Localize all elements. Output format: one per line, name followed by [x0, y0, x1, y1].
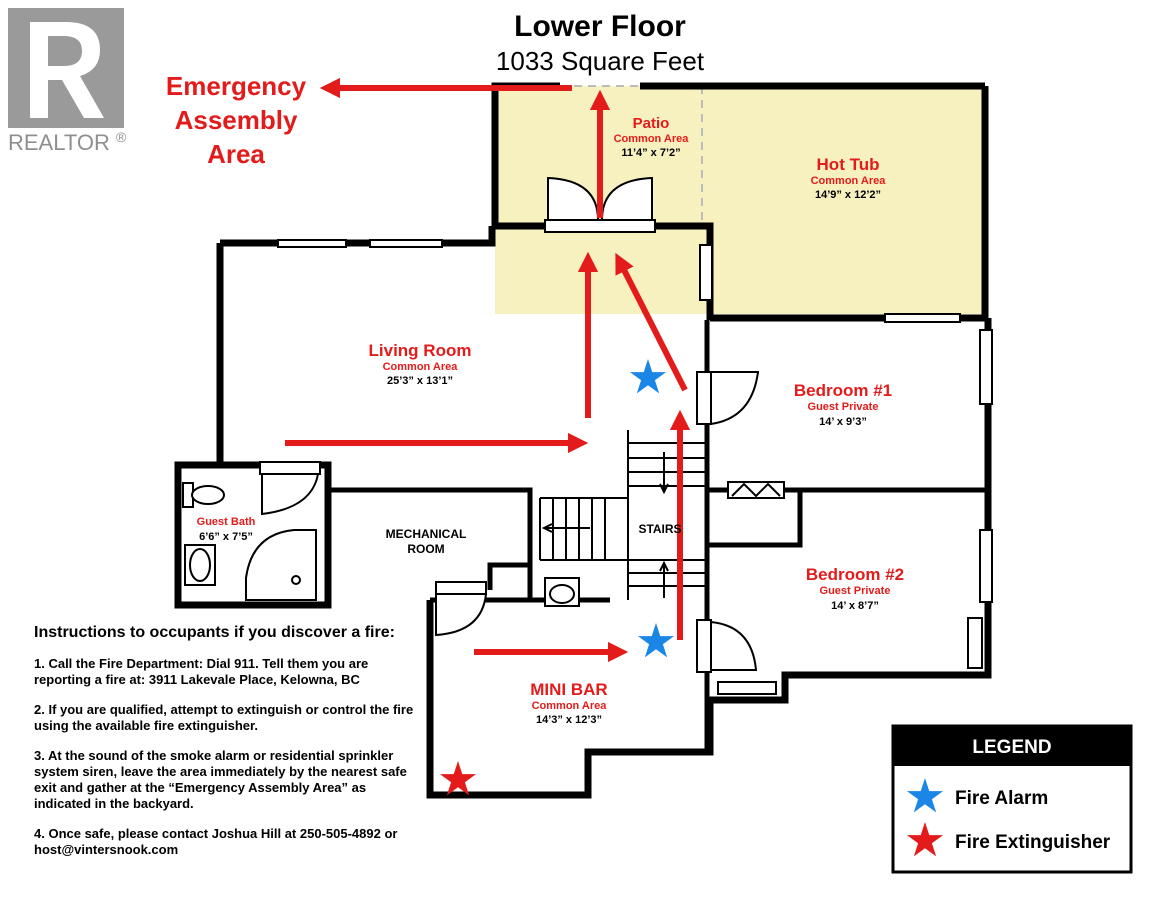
mini-bar-size: 14’3” x 12’3” [536, 714, 602, 726]
assembly-line-2: Assembly [175, 105, 298, 135]
living-room-type: Common Area [383, 361, 459, 373]
fire-instructions: Instructions to occupants if you discove… [34, 624, 434, 872]
hot-tub-area [702, 86, 985, 314]
mechanical-room-line-1: MECHANICAL [386, 527, 467, 541]
hot-tub-type: Common Area [811, 175, 887, 187]
windows [277, 239, 993, 669]
mini-bar-door [435, 581, 488, 637]
legend-header [893, 726, 1131, 766]
page-subtitle: 1033 Square Feet [496, 46, 705, 76]
mini-bar-type: Common Area [532, 700, 608, 712]
fire-alarm-icon [629, 359, 667, 394]
legend-fire-extinguisher-label: Fire Extinguisher [955, 832, 1111, 853]
bedroom2-name: Bedroom #2 [806, 565, 904, 584]
patio-size: 11’4” x 7’2” [621, 147, 680, 159]
legend-fire-alarm-label: Fire Alarm [955, 788, 1048, 809]
page-title: Lower Floor [514, 10, 686, 43]
bedroom1-type: Guest Private [808, 401, 879, 413]
instruction-item-1: 1. Call the Fire Department: Dial 911. T… [34, 656, 369, 687]
guest-bath-size: 6’6” x 7’5” [199, 531, 253, 543]
guest-bath-name: Guest Bath [197, 516, 256, 528]
bedroom2-size: 14’ x 8’7” [831, 600, 879, 612]
assembly-area-label: Emergency Assembly Area [166, 71, 307, 169]
instruction-item-3: 3. At the sound of the smoke alarm or re… [34, 748, 407, 811]
closet [727, 481, 785, 499]
mechanical-room-line-2: ROOM [407, 542, 444, 556]
legend-title: LEGEND [972, 737, 1051, 758]
patio-doors [544, 176, 656, 233]
living-room-name: Living Room [369, 341, 472, 360]
hot-tub-name: Hot Tub [817, 155, 880, 174]
red-star-icon [906, 822, 944, 857]
realtor-logo-text: REALTOR [8, 130, 110, 155]
bedroom1-size: 14’ x 9’3” [819, 416, 867, 428]
blue-star-icon [906, 778, 944, 813]
route-arrow-diagonal [615, 252, 688, 392]
bedroom2-type: Guest Private [820, 585, 891, 597]
sink-fixture [184, 544, 216, 586]
hot-tub-size: 14’9” x 12’2” [815, 189, 881, 201]
bedroom1-door [696, 371, 760, 426]
guest-bath-door [259, 461, 321, 516]
legend: LEGEND Fire Alarm Fire Extinguisher [891, 724, 1133, 874]
patio-type: Common Area [614, 133, 690, 145]
assembly-line-1: Emergency [166, 71, 307, 101]
instructions-heading: Instructions to occupants if you discove… [34, 624, 395, 641]
shower-fixture [245, 529, 317, 601]
realtor-logo: REALTOR ® [8, 8, 127, 155]
assembly-line-3: Area [207, 139, 265, 169]
mini-bar-name: MINI BAR [530, 680, 607, 699]
fire-extinguisher-icon [439, 761, 477, 796]
instruction-item-2: 2. If you are qualified, attempt to exti… [34, 702, 414, 733]
fire-alarm-icon [637, 623, 675, 658]
bedroom1-name: Bedroom #1 [794, 381, 892, 400]
living-room-size: 25’3” x 13’1” [387, 375, 453, 387]
stairs-drawing [539, 430, 705, 600]
realtor-logo-mark: ® [116, 129, 127, 145]
bar-sink-fixture [544, 577, 580, 607]
stairs-label: STAIRS [638, 522, 681, 536]
realtor-r-mark [30, 22, 104, 118]
escape-route-arrows [285, 77, 691, 663]
instruction-item-4: 4. Once safe, please contact Joshua Hill… [34, 826, 398, 857]
bedroom2-door [696, 619, 777, 695]
patio-name: Patio [633, 115, 670, 132]
toilet-fixture [182, 482, 225, 508]
